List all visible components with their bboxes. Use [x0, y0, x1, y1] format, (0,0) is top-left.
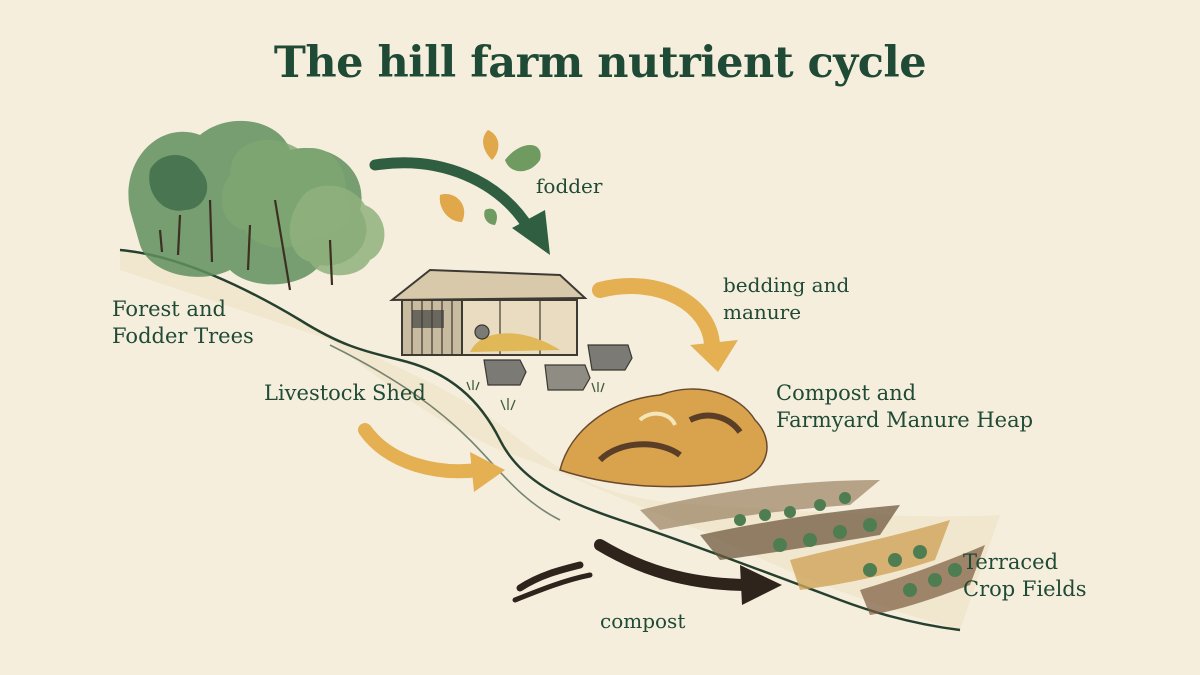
bedding-arrow	[592, 278, 738, 372]
fodder-flow-label: fodder	[536, 174, 603, 198]
forest-label: Forest and Fodder Trees	[112, 296, 254, 350]
grass-tufts	[466, 380, 605, 411]
cows	[474, 324, 633, 391]
fields-label-line1: Terraced	[963, 550, 1059, 574]
shed-label: Livestock Shed	[264, 380, 426, 407]
hill-outline	[119, 248, 961, 632]
compost-flow-label: compost	[600, 609, 686, 633]
forest-label-line2: Fodder Trees	[112, 324, 254, 348]
fodder-arrow	[369, 157, 550, 255]
bedding-flow-label-line2: manure	[723, 300, 802, 324]
bedding-flow-label-line1: bedding and	[723, 273, 850, 297]
falling-leaves	[439, 130, 541, 225]
manure-flow-arrow	[358, 423, 505, 492]
forest-trees	[128, 120, 385, 291]
fields-label: Terraced Crop Fields	[963, 549, 1087, 603]
fields-label-line2: Crop Fields	[963, 577, 1087, 601]
hill-lower-outline	[329, 344, 561, 521]
compost-heap	[559, 388, 768, 488]
compost-label-line1: Compost and	[776, 381, 917, 405]
compost-label: Compost and Farmyard Manure Heap	[776, 380, 1033, 434]
compost-arrow	[512, 539, 782, 605]
bedding-flow-label: bedding and manure	[723, 272, 849, 326]
forest-label-line1: Forest and	[112, 297, 226, 321]
livestock-shed	[389, 268, 588, 356]
page-title: The hill farm nutrient cycle	[273, 38, 927, 88]
terraced-fields	[640, 480, 985, 615]
shed-label-line1: Livestock Shed	[264, 381, 426, 405]
compost-label-line2: Farmyard Manure Heap	[776, 408, 1034, 432]
